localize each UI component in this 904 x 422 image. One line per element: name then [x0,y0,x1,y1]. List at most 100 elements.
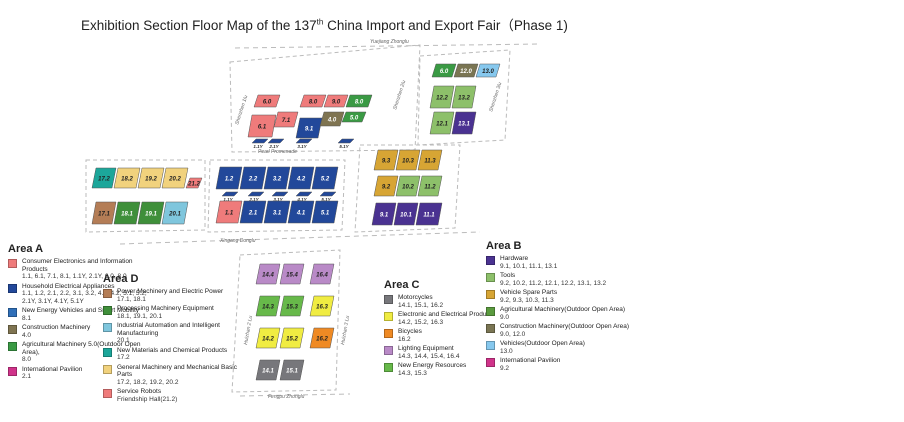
legend-swatch [384,295,393,304]
hall-shape [185,177,203,189]
hall-label: 10.1 [400,213,412,219]
hall-shape [311,166,339,190]
legend-codes: 14.2, 15.2, 16.3 [398,318,444,326]
hall-3-1Y: 3.1Y [271,191,289,202]
road-top-line [234,43,541,49]
hall-shape [91,167,117,189]
hall-label: 3.1Y [297,144,307,149]
legend-codes: 13.0 [500,347,513,355]
legend-text: Agricultural Machinery 5.0(Outdoor Open … [22,341,158,364]
hall-10-3: 10.3 [395,149,421,171]
legend-area-d-title: Area D [103,273,139,285]
area-b-outline [417,49,511,146]
hall-15-4: 15.4 [279,263,305,285]
hall-11-2: 11.2 [417,175,443,197]
hall-shape [373,149,399,171]
legend-swatch [103,389,112,398]
hall-10-2: 10.2 [395,175,421,197]
hall-label: 19.1 [145,212,157,218]
legend-name: Power Machinery and Electric Power [117,288,224,295]
hall-shape [221,191,239,197]
road-shenzhen-label: Shenzhen 1lu [234,94,249,125]
legend-name: Vehicles(Outdoor Open Area) [500,340,585,347]
hall-shape [295,117,323,139]
hall-shape [255,359,281,381]
hall-shape [415,202,443,226]
hall-6-0: 6.0 [253,94,281,108]
hall-21-2: 21.2 [185,177,203,189]
hall-shape [215,166,243,190]
hall-shape [279,263,305,285]
hall-shape [113,201,141,225]
legend-swatch [486,324,495,333]
hall-7-1: 7.1 [273,111,299,128]
hall-label: 14.4 [262,273,274,279]
legend-swatch [103,323,112,332]
legend-codes: 4.0 [22,331,32,339]
legend-codes: 14.3, 15.3 [398,369,427,377]
hall-shape [239,166,267,190]
legend-area-a-title: Area A [8,243,44,255]
hall-label: 14.2 [262,337,274,343]
hall-shape [453,63,479,78]
hall-shape [271,191,289,197]
hall-label: 2.1 [248,211,258,217]
legend-swatch [486,256,495,265]
road-huizhan2-label: Huizhan 2 Lu [243,315,254,345]
hall-shape [429,111,455,135]
legend-name: Electronic and Electrical Products [398,311,495,318]
hall-11-3: 11.3 [417,149,443,171]
hall-shape [429,85,455,109]
legend-codes: 18.1, 19.1, 20.1 [117,312,163,320]
hall-2-1Y: 2.1Y [247,191,265,202]
road-fengpu-line [239,393,351,397]
hall-shape [309,295,335,317]
hall-label: 8.0 [355,100,364,106]
hall-19-1: 19.1 [137,201,165,225]
hall-shape [337,138,355,144]
legend-name: Vehicle Spare Parts [500,289,558,296]
hall-shape [113,167,141,189]
hall-8-0: 8.0 [299,94,327,108]
legend-item: Agricultural Machinery(Outdoor Open Area… [486,306,636,321]
hall-label: 4.2 [296,177,306,183]
legend-area-b-title: Area B [486,240,522,252]
road-pearl-label: Pearl Promenade [258,149,297,155]
legend-item: Construction Machinery(Outdoor Open Area… [486,323,636,338]
legend-area-d: Area D Power Machinery and Electric Powe… [103,273,253,405]
legend-text: Industrial Automation and Intelligent Ma… [117,322,253,345]
legend-codes: 16.2 [398,335,411,343]
hall-shape [255,263,281,285]
legend-text: Consumer Electronics and Information Pro… [22,258,158,281]
hall-label: 11.3 [424,159,436,165]
hall-label: 16.2 [316,337,328,343]
hall-shape [451,85,477,109]
hall-label: 9.2 [382,185,391,191]
title-sup: th [316,17,324,27]
hall-shape [345,94,373,108]
legend-name: Agricultural Machinery 5.0(Outdoor Open … [22,341,141,356]
hall-shape [323,94,349,108]
hall-4-1: 4.1 [287,200,315,224]
hall-12-2: 12.2 [429,85,455,109]
hall-9-2: 9.2 [373,175,399,197]
hall-14-2: 14.2 [255,327,281,349]
hall-label: 6.1 [258,125,267,131]
legend-item: Agricultural Machinery 5.0(Outdoor Open … [8,341,158,364]
hall-9-1: 9.1 [295,117,323,139]
legend-name: Household Electrical Appliances [22,282,115,290]
hall-shape [263,166,291,190]
hall-shape [247,191,265,197]
